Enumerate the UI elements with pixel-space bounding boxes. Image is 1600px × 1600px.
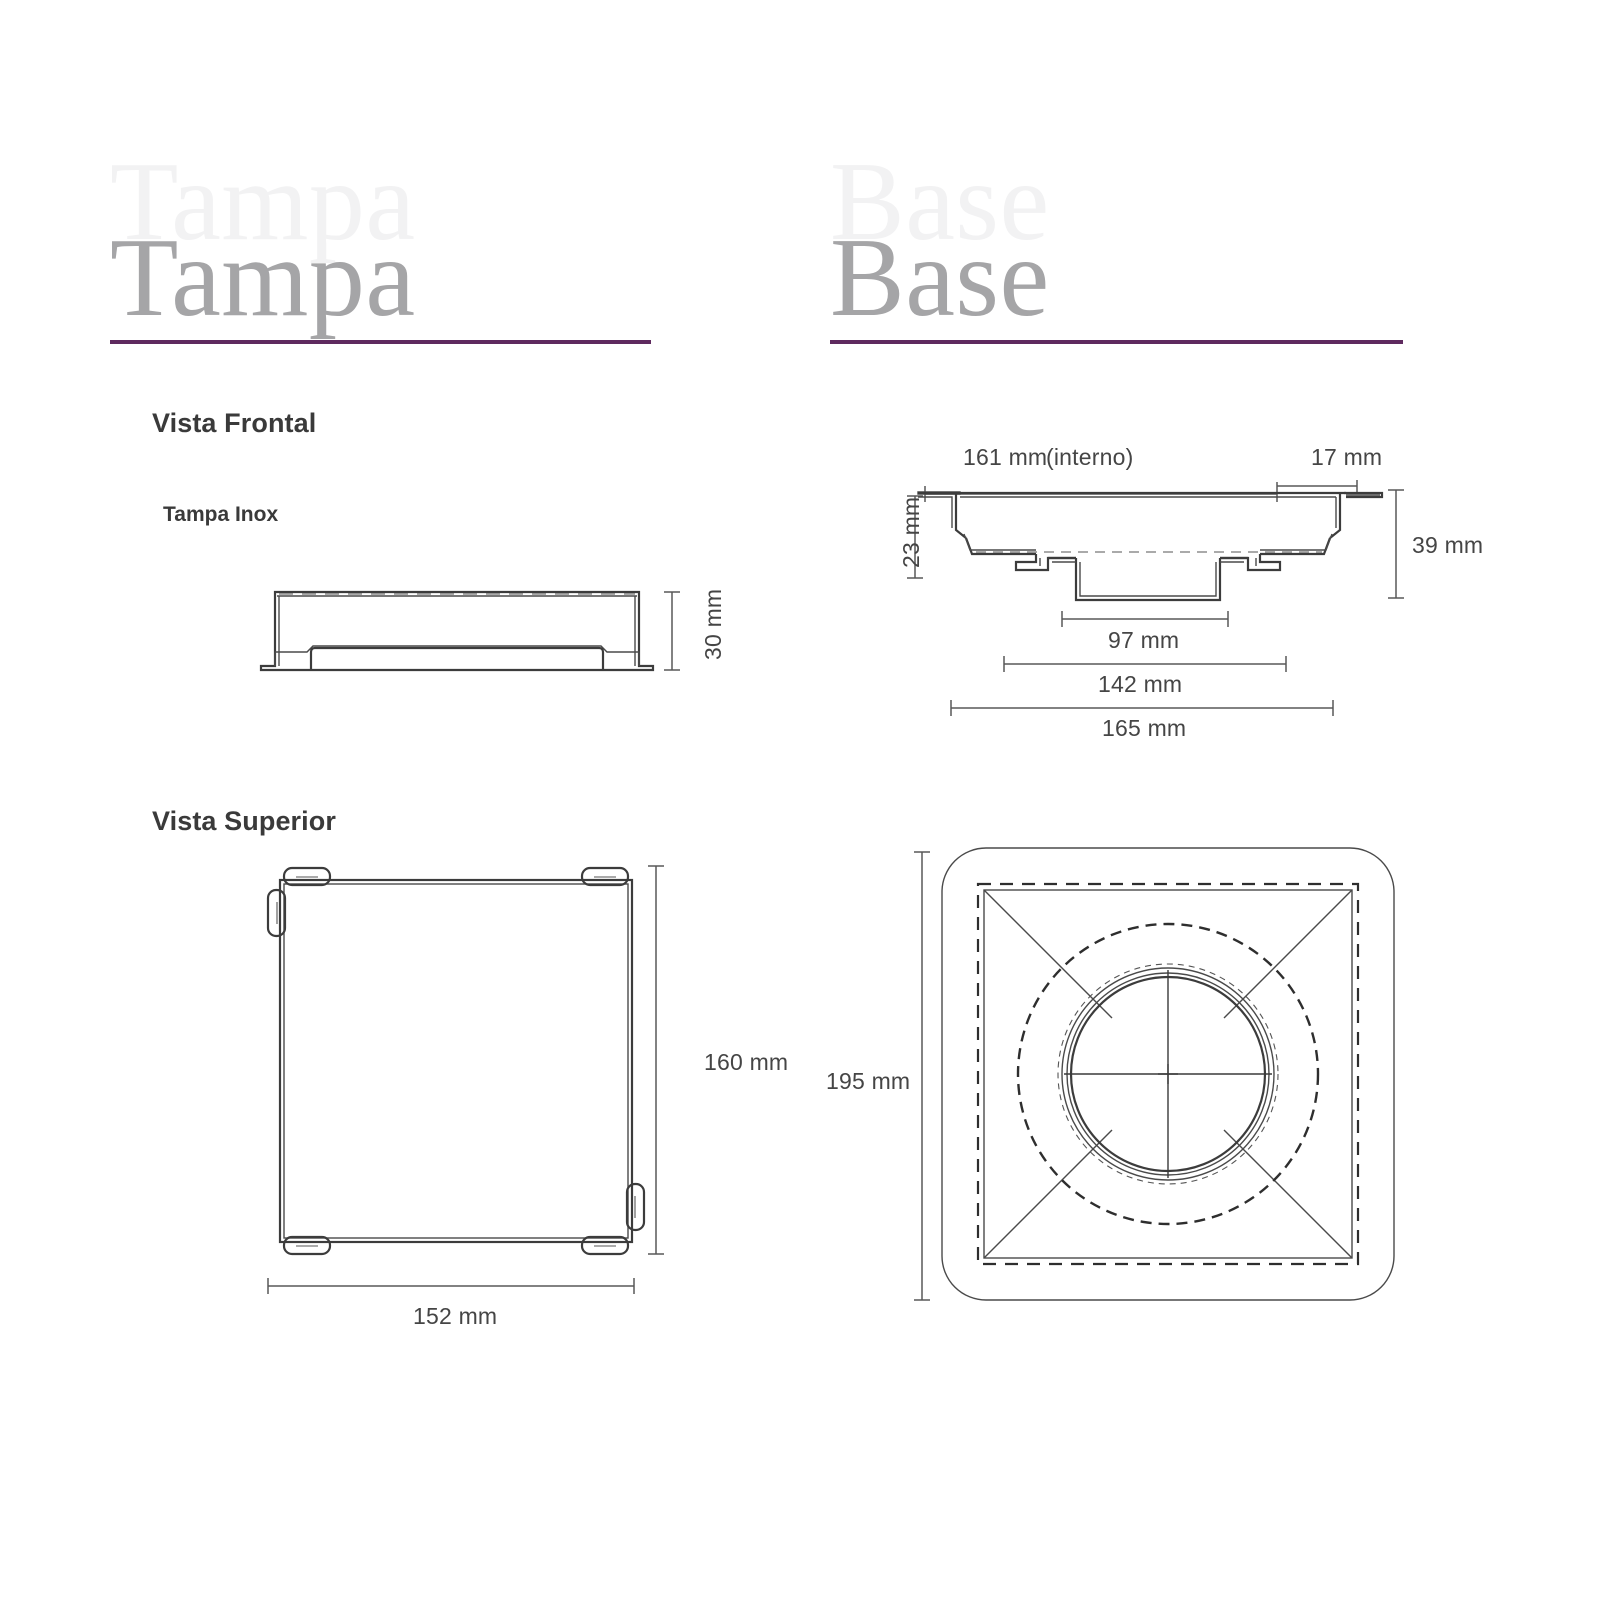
tampa-title-ghost: Tampa <box>110 140 416 264</box>
tampa-height-dimension-text: 30 mm <box>700 588 726 660</box>
tampa-width-dimension-line <box>262 1272 652 1302</box>
tampa-height-dimension-line <box>660 578 700 682</box>
base-internal-width-note: (interno) <box>1046 444 1134 470</box>
base-bottom-width-dimension-line <box>1058 605 1234 631</box>
base-total-height-text: 39 mm <box>1412 532 1484 558</box>
tampa-depth-dimension-line <box>638 862 678 1262</box>
base-front-view-drawing <box>916 488 1386 608</box>
tampa-title: Tampa <box>110 216 416 340</box>
tampa-depth-dimension-text: 160 mm <box>704 1049 789 1075</box>
base-top-size-dimension-line <box>906 848 934 1308</box>
label-vista-superior: Vista Superior <box>152 806 336 836</box>
tampa-front-view-drawing <box>255 578 675 678</box>
tampa-depth-extension-lines <box>600 862 670 1262</box>
label-vista-frontal: Vista Frontal <box>152 408 317 438</box>
label-tampa-inox: Tampa Inox <box>163 503 279 526</box>
base-title: Base <box>830 216 1050 340</box>
base-top-size-text: 195 mm <box>826 1068 911 1094</box>
base-mid-width-text: 142 mm <box>1098 671 1183 697</box>
tampa-top-view-drawing <box>262 862 652 1262</box>
base-title-ghost: Base <box>830 140 1050 264</box>
tampa-title-rule <box>110 340 651 344</box>
base-flange-width-text: 17 mm <box>1311 444 1383 470</box>
base-internal-width-text: 161 mm <box>963 444 1048 470</box>
base-mid-width-dimension-line <box>1000 650 1292 676</box>
base-bottom-width-text: 97 mm <box>1108 627 1180 653</box>
tampa-width-dimension-text: 152 mm <box>413 1303 498 1329</box>
base-inner-height-dimension-line <box>903 492 929 588</box>
base-outer-width-dimension-line <box>947 694 1339 720</box>
base-outer-width-text: 165 mm <box>1102 715 1187 741</box>
base-title-rule <box>830 340 1403 344</box>
base-top-view-drawing <box>930 840 1430 1310</box>
base-total-height-dimension-line <box>1382 486 1408 606</box>
